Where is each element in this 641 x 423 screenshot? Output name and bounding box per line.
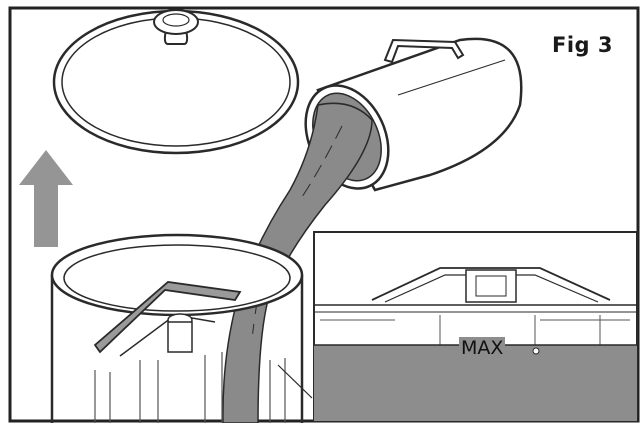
figure-label: Fig 3 (552, 33, 613, 57)
max-level-label: MAX (459, 337, 505, 359)
zoom-inset (314, 232, 637, 421)
lid (54, 10, 298, 153)
